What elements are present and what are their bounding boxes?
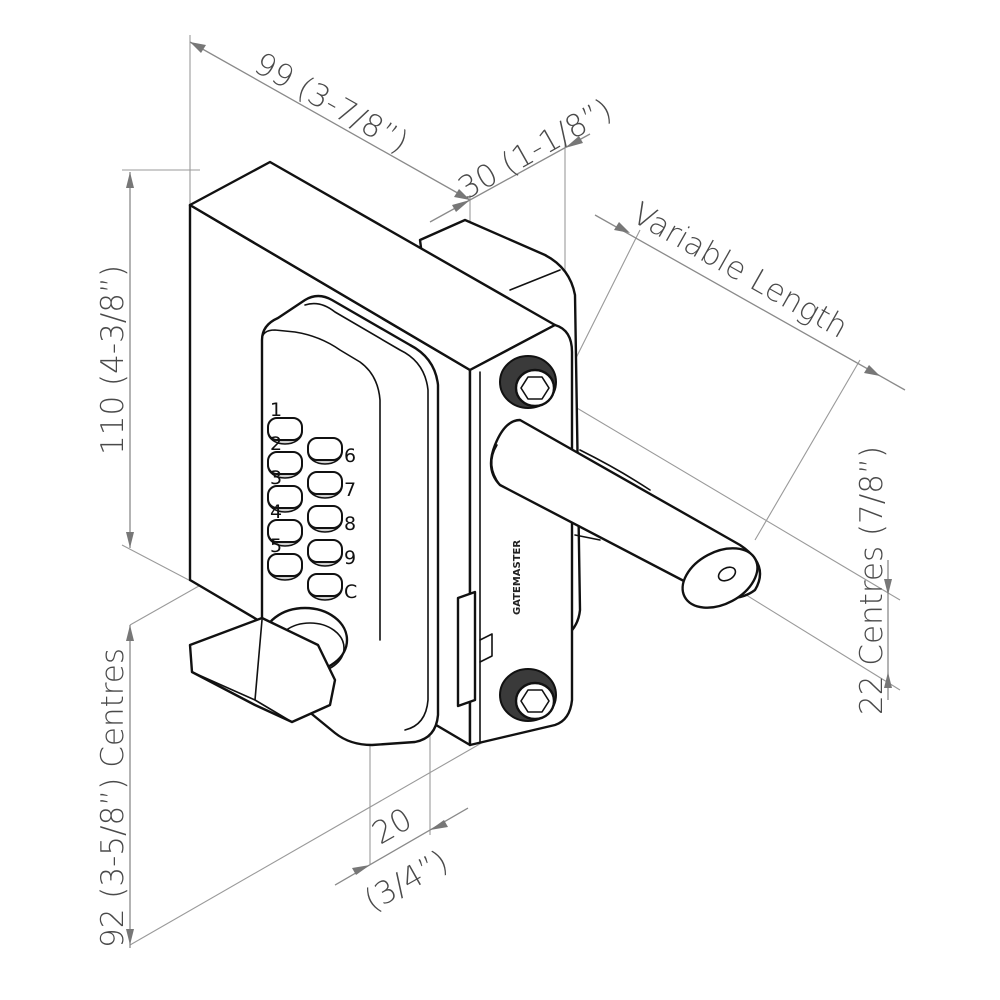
bottom-fixing-bolt xyxy=(499,668,557,722)
key-label-2: 2 xyxy=(270,433,282,455)
key-5[interactable] xyxy=(267,553,303,581)
key-label-3: 3 xyxy=(270,467,282,489)
width-dimension-line xyxy=(189,41,471,201)
spindle-bolt xyxy=(489,418,762,609)
key-label-4: 4 xyxy=(270,501,282,523)
key-3[interactable] xyxy=(267,485,303,513)
key-label-9: 9 xyxy=(344,547,356,569)
brand-label: GATEMASTER xyxy=(512,540,523,615)
fixing-centres-label: 92 (3-5/8”) Centres xyxy=(95,648,131,948)
key-8[interactable] xyxy=(307,505,343,533)
key-1[interactable] xyxy=(267,417,303,445)
backset-mm-label: 20 xyxy=(366,801,418,852)
lock-body: 1 2 3 4 5 6 7 8 9 C GATEMASTER xyxy=(188,160,762,747)
variable-length-label: Variable Length xyxy=(626,196,854,346)
key-label-8: 8 xyxy=(344,513,356,535)
key-c[interactable] xyxy=(307,573,343,601)
key-label-7: 7 xyxy=(344,479,356,501)
height-label: 110 (4-3/8”) xyxy=(95,265,131,455)
key-label-1: 1 xyxy=(270,399,282,421)
thumb-turn-knob[interactable] xyxy=(188,606,349,724)
key-4[interactable] xyxy=(267,519,303,547)
variable-length-dimension-line xyxy=(594,214,906,391)
key-label-5: 5 xyxy=(270,535,282,557)
latch-tab xyxy=(456,590,477,708)
main-case-side xyxy=(468,323,574,747)
top-fixing-bolt xyxy=(499,355,557,409)
key-6[interactable] xyxy=(307,437,343,465)
key-label-6: 6 xyxy=(344,445,356,467)
depth-label: 30 (1-1/8”) xyxy=(452,92,618,207)
spindle-centres-label: 22 Centres (7/8”) xyxy=(854,446,890,715)
key-9[interactable] xyxy=(307,539,343,567)
backset-in-label: (3/4”) xyxy=(358,843,454,919)
key-7[interactable] xyxy=(307,471,343,499)
keypad: 1 2 3 4 5 6 7 8 9 C xyxy=(267,399,357,603)
width-label: 99 (3-7/8”) xyxy=(248,46,414,161)
key-2[interactable] xyxy=(267,451,303,479)
key-label-c: C xyxy=(344,581,357,603)
